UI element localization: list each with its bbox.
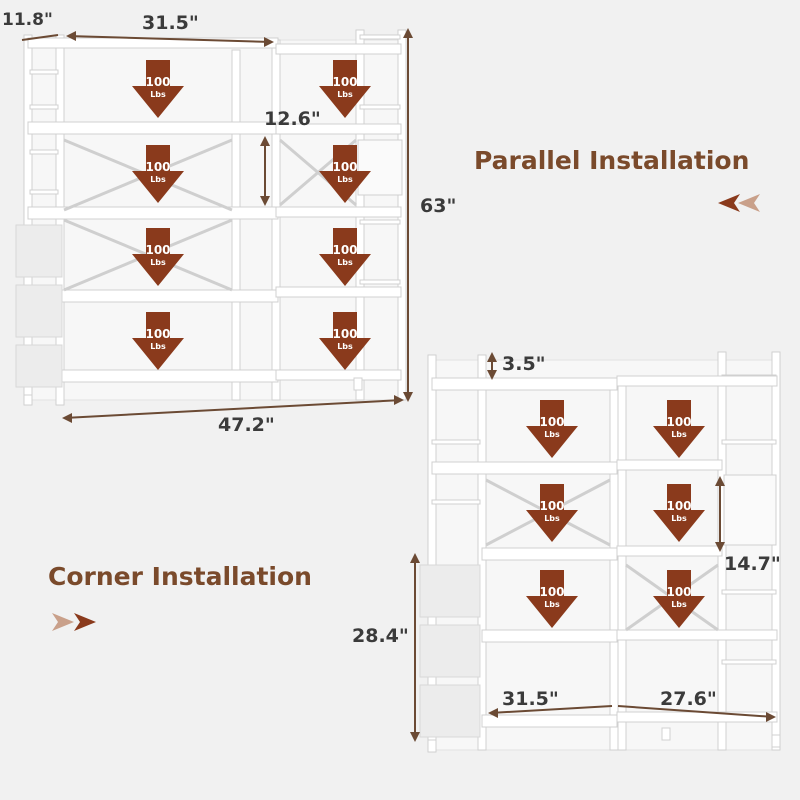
weight-unit-label: Lbs [671,600,687,609]
weight-value-label: 100 [539,499,564,513]
weight-unit-label: Lbs [544,514,560,523]
weight-value-label: 100 [145,327,170,341]
weight-arrow-shape [653,570,705,628]
double-chevron-right-icon [52,613,96,631]
weight-arrow-shape [132,145,184,203]
weight-unit-label: Lbs [150,258,166,267]
total-width-dimension-label: 47.2" [218,414,275,436]
weight-arrow-shape [319,60,371,118]
depth-dimension-label: 11.8" [2,10,53,30]
weight-arrow-shape [526,484,578,542]
weight-arrow-shape [319,228,371,286]
left-width-dim-line [489,705,613,714]
weight-value-label: 100 [539,585,564,599]
weight-unit-label: Lbs [671,514,687,523]
corner-shelf-unit [419,351,781,753]
weight-value-label: 100 [332,75,357,89]
top-width-dim-line [67,35,273,43]
weight-arrow-shape [526,400,578,458]
parallel-installation-heading: Parallel Installation [474,146,750,175]
weight-unit-label: Lbs [150,342,166,351]
double-chevron-left-icon [718,194,760,212]
weight-arrow-shape [653,484,705,542]
weight-value-label: 100 [666,585,691,599]
weight-unit-label: Lbs [337,342,353,351]
weight-arrows-group: 100Lbs100Lbs100Lbs100Lbs100Lbs100Lbs100L… [132,60,705,628]
weight-arrow-shape [132,228,184,286]
right-width-dim-line [617,705,775,718]
weight-arrow-shape [132,60,184,118]
weight-unit-label: Lbs [337,90,353,99]
weight-unit-label: Lbs [337,258,353,267]
weight-arrow-shape [526,570,578,628]
lower-height-dimension-label: 28.4" [352,625,409,647]
weight-unit-label: Lbs [150,90,166,99]
weight-value-label: 100 [332,243,357,257]
weight-value-label: 100 [539,415,564,429]
weight-unit-label: Lbs [544,430,560,439]
corner-installation-heading: Corner Installation [48,562,312,591]
weight-unit-label: Lbs [337,175,353,184]
weight-unit-label: Lbs [671,430,687,439]
right-width-dimension-label: 27.6" [660,688,717,710]
dimension-lines [21,30,775,740]
weight-arrow-shape [319,145,371,203]
weight-value-label: 100 [666,415,691,429]
corner-shelf-gap-dimension-label: 14.7" [724,553,781,575]
left-width-dimension-label: 31.5" [502,688,559,710]
height-dimension-label: 63" [420,195,457,217]
weight-unit-label: Lbs [544,600,560,609]
weight-value-label: 100 [666,499,691,513]
top-gap-dimension-label: 3.5" [502,353,546,375]
weight-arrow-shape [132,312,184,370]
top-width-dimension-label: 31.5" [142,12,199,34]
weight-value-label: 100 [332,160,357,174]
dimension-arrowheads [62,28,776,742]
weight-unit-label: Lbs [150,175,166,184]
weight-value-label: 100 [145,160,170,174]
depth-dim-line [21,34,59,41]
weight-value-label: 100 [145,75,170,89]
shelf-gap-dimension-label: 12.6" [264,108,321,130]
weight-arrow-shape [319,312,371,370]
weight-arrow-shape [653,400,705,458]
weight-value-label: 100 [145,243,170,257]
total-width-dim-line [63,399,403,419]
weight-value-label: 100 [332,327,357,341]
